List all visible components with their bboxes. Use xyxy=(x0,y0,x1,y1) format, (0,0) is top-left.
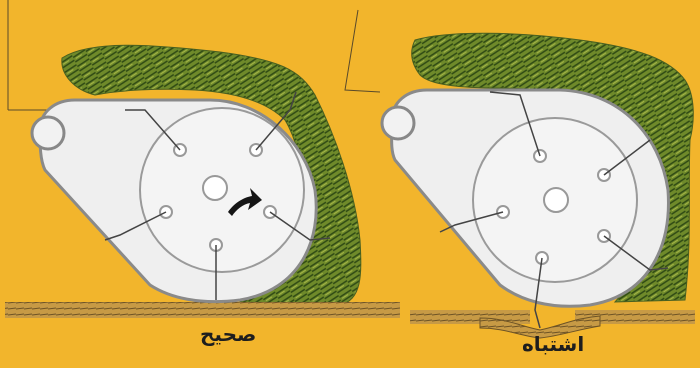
ground-strip xyxy=(5,302,400,318)
pivot-hub xyxy=(382,107,414,139)
panel-wrong xyxy=(382,33,695,338)
rotor-center xyxy=(203,176,227,200)
rotor-center xyxy=(544,188,568,212)
frame-line-right xyxy=(345,10,380,92)
caption-correct: صحیح xyxy=(200,322,256,346)
ground-strip xyxy=(410,310,530,324)
panel-correct xyxy=(5,45,400,318)
caption-wrong: اشتباه xyxy=(522,332,584,356)
pivot-hub xyxy=(32,117,64,149)
